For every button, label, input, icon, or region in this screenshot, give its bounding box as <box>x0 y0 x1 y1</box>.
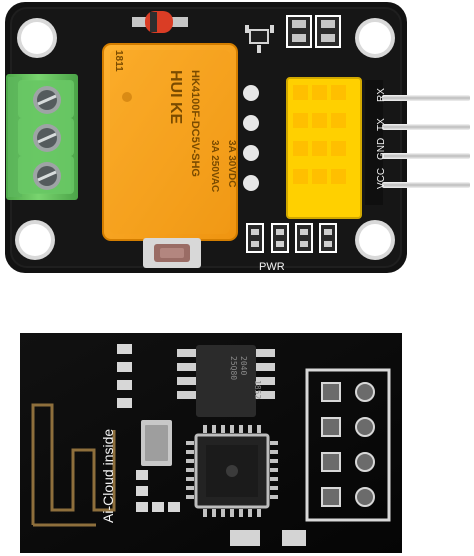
antenna-trace <box>31 403 116 527</box>
relay-side-code: 1811 <box>113 50 124 72</box>
terminal-screw-3 <box>33 162 61 190</box>
reset-button <box>143 238 201 268</box>
pin-4 <box>382 182 470 188</box>
esp-chip <box>186 425 278 517</box>
flash-chip-line-2: 2040 <box>239 356 248 375</box>
status-leds <box>246 223 337 253</box>
transistor-component <box>245 25 274 53</box>
pin-header <box>365 80 470 205</box>
bottom-smd-pad <box>230 530 260 546</box>
pin-labels: VCC GND TX RX <box>376 88 387 189</box>
pin-label-gnd: GND <box>376 138 387 160</box>
bottom-smd-pad-2 <box>282 530 306 546</box>
diode-component <box>132 11 188 33</box>
pin-label-tx: TX <box>376 118 387 131</box>
mounting-hole-top-left <box>17 18 57 58</box>
terminal-screw-2 <box>33 124 61 152</box>
terminal-screw-1 <box>33 86 61 114</box>
relay-rating-1: 3A 250VAC <box>209 140 220 192</box>
smd-components-top <box>286 15 341 48</box>
pcb-via-column <box>243 85 259 191</box>
pin-1 <box>382 95 470 101</box>
flash-chip-line-1: 25Q80 <box>229 356 238 380</box>
mounting-hole-bottom-left <box>15 220 55 260</box>
crystal-component <box>141 420 172 466</box>
pin-3 <box>382 153 470 159</box>
small-components-left <box>117 344 180 512</box>
mounting-hole-top-right <box>355 18 395 58</box>
flash-chip: 25Q80 2040 1852 <box>177 345 275 417</box>
antenna-label: Ai-Cloud inside <box>100 429 116 523</box>
relay-component: HUI KE HK4100F-DC5V-SHG 3A 250VAC 3A 30V… <box>102 43 238 241</box>
mounting-hole-bottom-right <box>355 220 395 260</box>
power-label: PWR <box>259 261 285 273</box>
relay-marking-icon <box>122 92 132 102</box>
esp-socket <box>286 77 362 219</box>
flash-chip-line-3: 1852 <box>253 380 262 399</box>
relay-module: HUI KE HK4100F-DC5V-SHG 3A 250VAC 3A 30V… <box>5 2 470 273</box>
relay-rating-2: 3A 30VDC <box>226 140 237 187</box>
pin-label-vcc: VCC <box>376 168 387 189</box>
relay-model-label: HK4100F-DC5V-SHG <box>189 70 201 177</box>
gpio-header <box>305 368 391 522</box>
terminal-block <box>6 74 78 200</box>
wifi-module: Ai-Cloud inside <box>20 333 402 553</box>
pin-2 <box>382 124 470 130</box>
relay-brand-label: HUI KE <box>167 70 184 125</box>
pin-label-rx: RX <box>376 88 387 102</box>
